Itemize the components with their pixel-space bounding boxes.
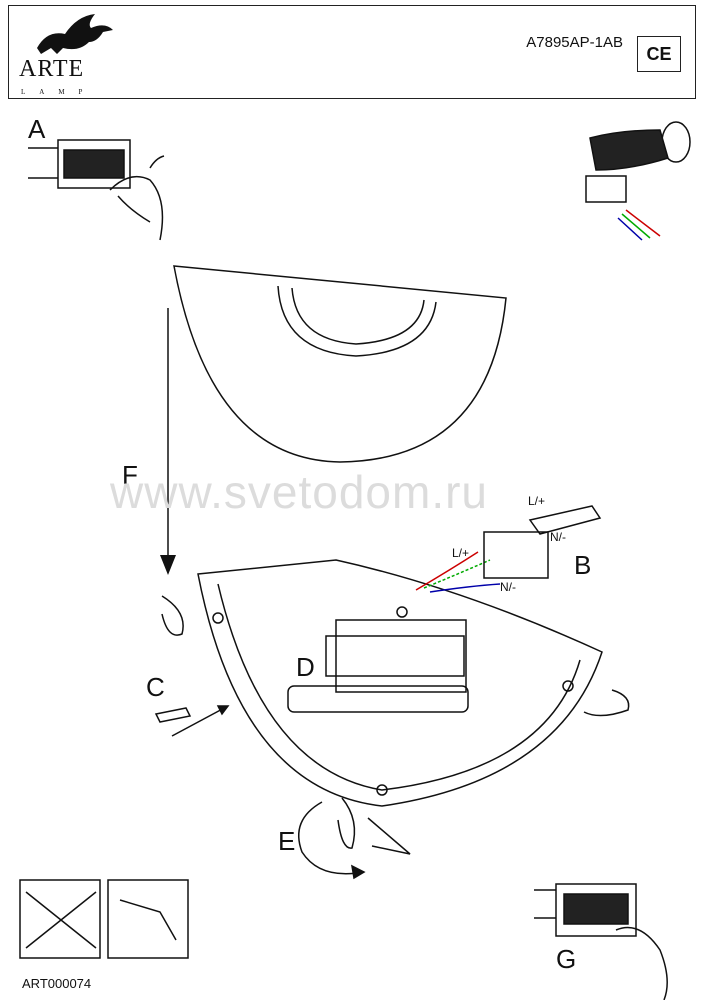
step-label-d: D <box>296 652 315 682</box>
header-box: ARTE LAMP A7895AP-1AB CE <box>8 5 696 99</box>
step-label-c: C <box>146 672 165 702</box>
cable-detail <box>585 121 691 241</box>
brand-subtitle: LAMP <box>21 88 97 96</box>
brand-name: ARTE <box>19 56 85 82</box>
terminal-block-a <box>28 139 165 241</box>
glass-shade <box>173 265 507 463</box>
correct-handling-box <box>107 879 189 959</box>
wire-label-neutral-top: N/- <box>550 530 566 544</box>
griffin-logo-icon <box>37 14 113 54</box>
wire-label-neutral-bottom: N/- <box>500 580 516 594</box>
step-label-f: F <box>122 460 138 490</box>
terminal-block-g <box>534 883 668 1000</box>
wire-label-live-top: L/+ <box>528 494 546 508</box>
step-label-a: A <box>28 114 46 144</box>
ce-mark: CE <box>637 36 681 72</box>
mounting-bracket <box>197 559 603 807</box>
wrong-handling-box <box>19 879 101 959</box>
step-label-e: E <box>278 826 296 856</box>
document-code: ART000074 <box>22 976 92 991</box>
step-label-b: B <box>574 550 592 580</box>
model-number: A7895AP-1AB <box>526 34 623 51</box>
step-label-g: G <box>556 944 577 974</box>
wire-label-live-left: L/+ <box>452 546 470 560</box>
watermark: www.svetodom.ru <box>110 466 489 518</box>
